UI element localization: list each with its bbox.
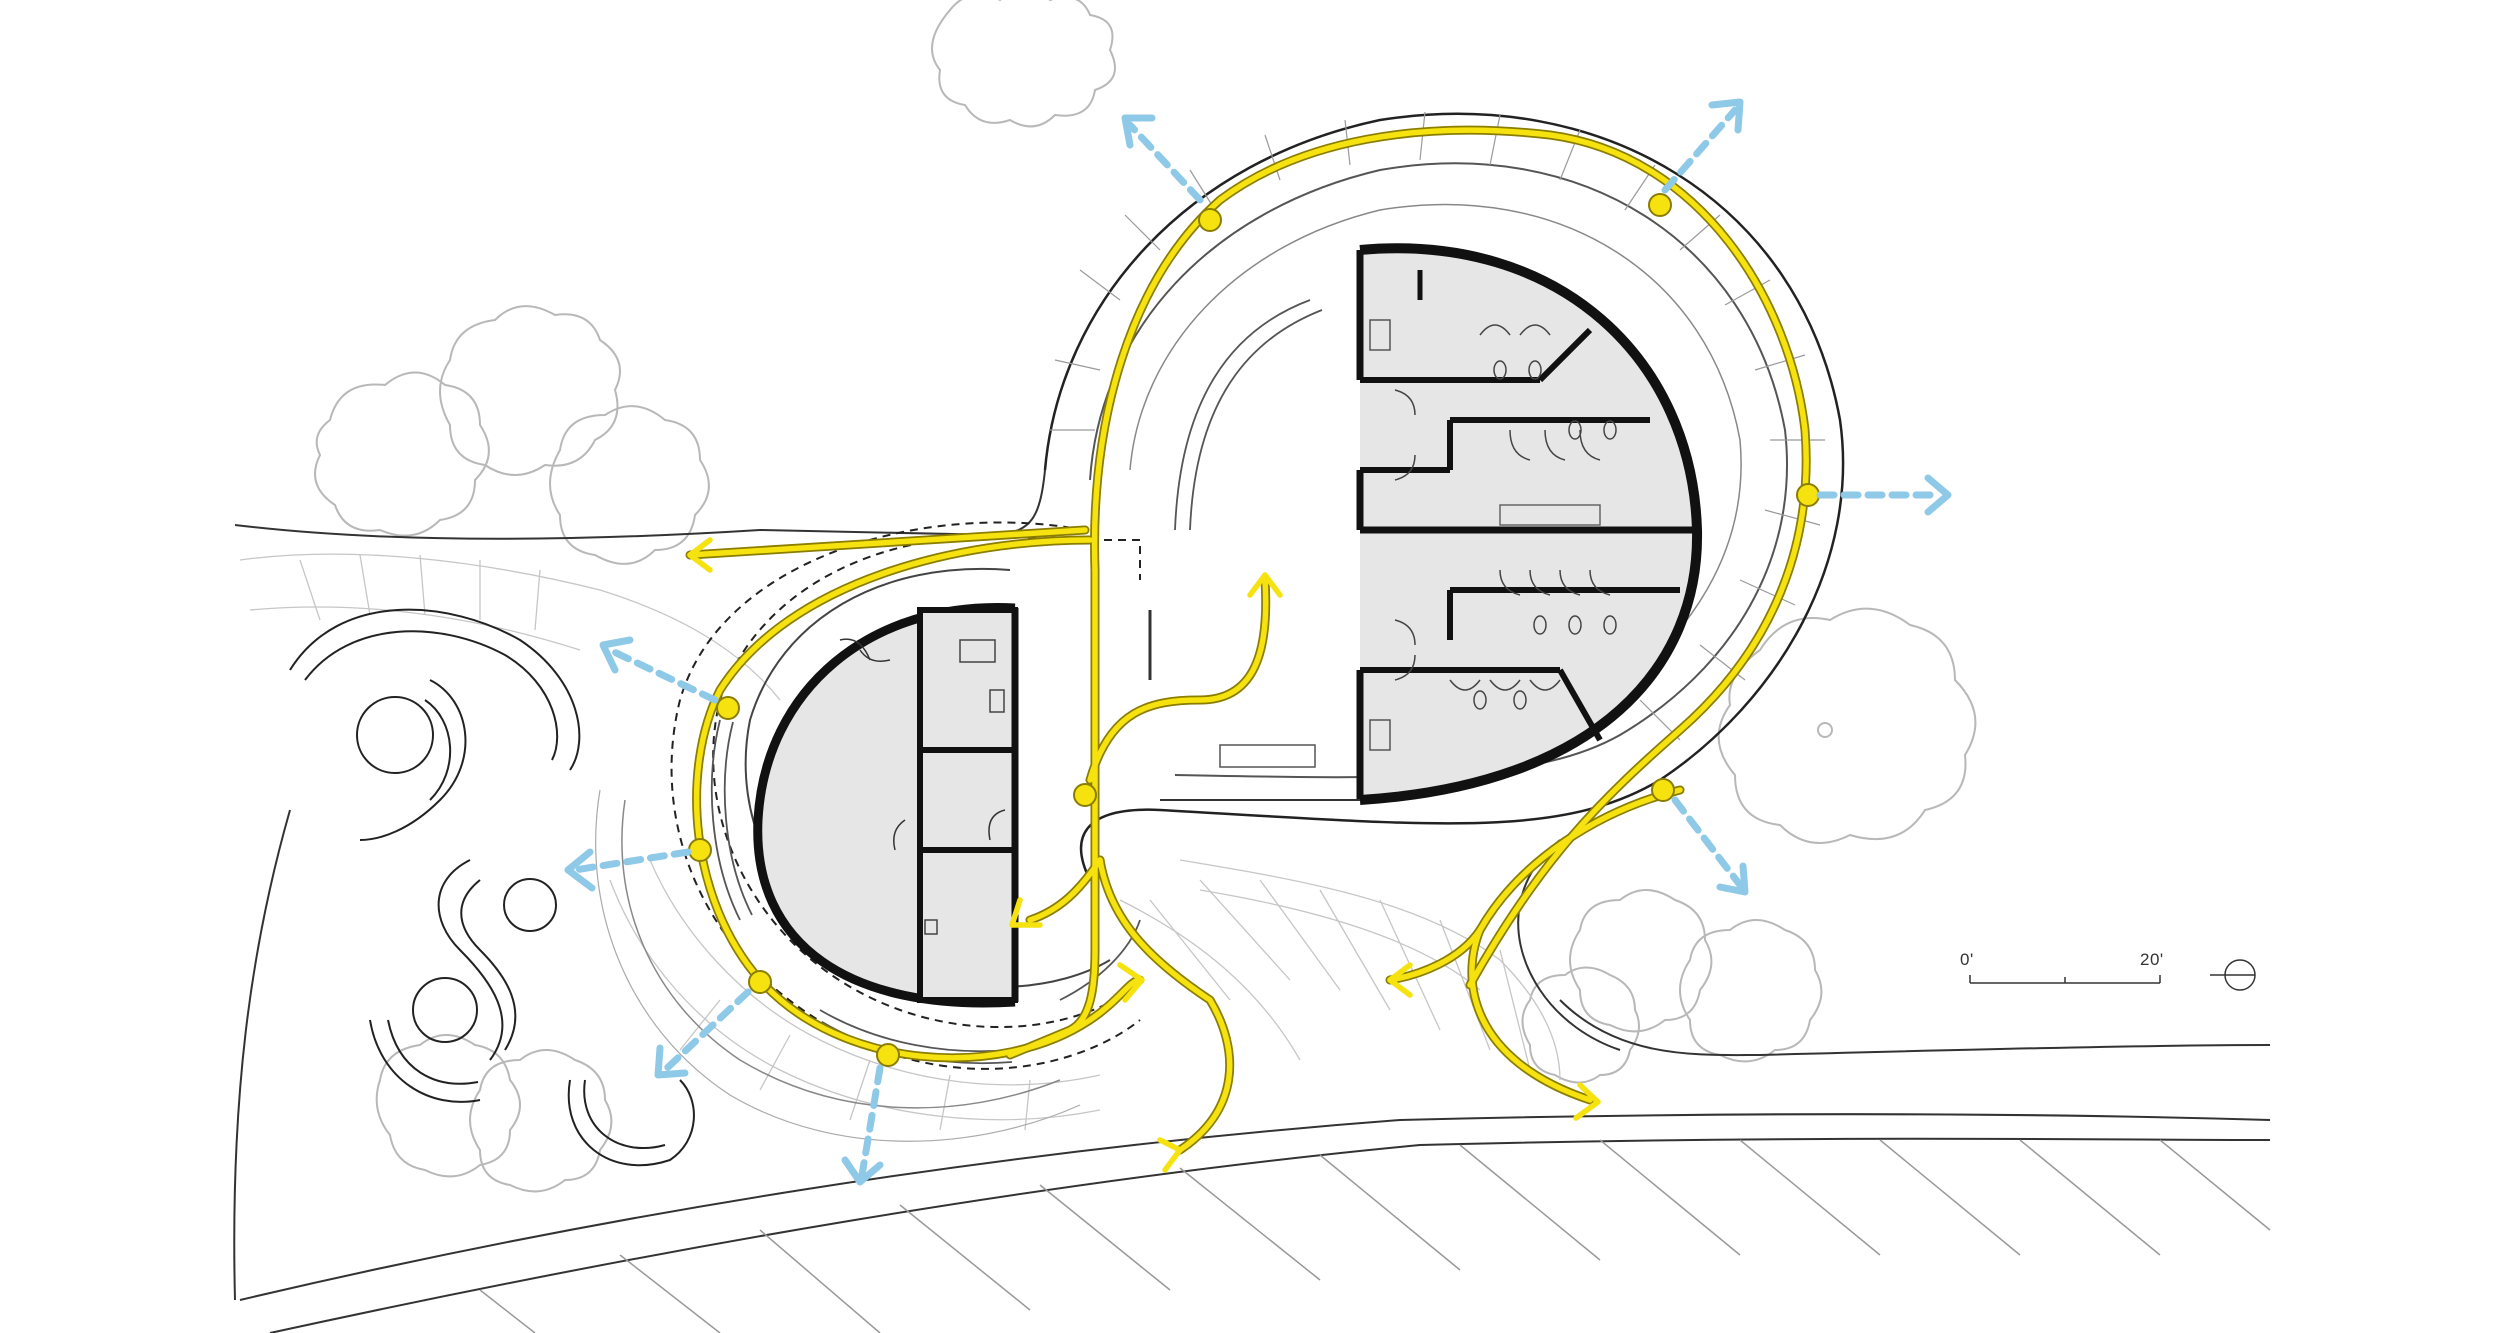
parking-stripes <box>479 1139 2271 1333</box>
storage-room <box>917 747 1018 853</box>
tree-canopy-icon <box>1717 607 1977 844</box>
tree-canopy-icon <box>549 405 710 565</box>
path-junction <box>748 970 772 994</box>
path-arrowhead <box>1009 897 1043 928</box>
view-arrows <box>564 98 1952 1186</box>
tree-canopy-icon <box>1569 889 1713 1033</box>
mirror-counter <box>1499 504 1601 526</box>
site-linework <box>233 524 2271 1333</box>
circulation-paths <box>685 125 1820 1173</box>
tree-canopies <box>314 0 1977 1193</box>
path-arrowhead <box>1573 1082 1601 1121</box>
plaza-edge <box>1559 999 2271 1057</box>
circulation-path <box>1025 855 1105 925</box>
path-junction <box>1796 483 1820 507</box>
path-junction <box>688 838 712 862</box>
path-arrowhead <box>687 537 713 573</box>
path-arrowhead <box>1247 572 1283 598</box>
office-room <box>917 847 1018 1003</box>
view-direction-arrow <box>1661 98 1744 194</box>
scale-label-start: 0' <box>1960 950 1974 969</box>
tree-trunk-marker <box>1817 722 1833 738</box>
view-direction-arrow <box>1671 796 1749 896</box>
entry-canopy-edge <box>759 469 1046 537</box>
canopy-ring <box>1129 203 1742 701</box>
path-junction <box>716 696 740 720</box>
tree-canopy-icon <box>1521 966 1640 1084</box>
service-room <box>917 607 1018 753</box>
scale-label-end: 20' <box>2140 950 2164 969</box>
paving-pattern <box>239 553 1561 1131</box>
west-pavilion <box>753 603 1019 1008</box>
tree-canopy-icon <box>375 1034 521 1178</box>
north-arrow-icon <box>2210 959 2256 991</box>
path-junction <box>876 1043 900 1067</box>
sidewalk-edge <box>269 1137 2271 1333</box>
circulation-path <box>1085 575 1271 785</box>
path-junction <box>1073 783 1097 807</box>
path-junction <box>1648 193 1672 217</box>
path-arrowhead <box>1387 962 1413 998</box>
landscape-seating <box>289 608 695 1167</box>
view-direction-arrow <box>564 848 692 892</box>
landscape-edge <box>233 809 291 1301</box>
path-junction <box>1651 778 1675 802</box>
tree-canopy-icon <box>931 0 1116 128</box>
tree-canopy-icon <box>439 305 621 476</box>
view-direction-arrow <box>654 988 752 1079</box>
tree-canopy-icon <box>469 1049 613 1193</box>
fixtures <box>1219 319 1391 768</box>
tree-canopy-icon <box>1679 919 1823 1063</box>
view-direction-arrow <box>599 636 719 704</box>
west-pavilion-wall <box>753 603 1016 1008</box>
view-direction-arrow <box>841 1064 884 1186</box>
sidewalk-edge <box>239 1113 2271 1301</box>
path-arrowhead <box>1157 1137 1183 1173</box>
grass-edge <box>234 524 761 540</box>
restroom-wing <box>1148 243 1703 805</box>
view-direction-arrow <box>1121 114 1204 204</box>
tree-canopy-icon <box>314 371 490 537</box>
roof-outer-edge <box>1043 112 1845 881</box>
toilet-stalls <box>1394 324 1617 710</box>
restroom-floor <box>1360 247 1696 800</box>
path-junction <box>1198 208 1222 232</box>
path-arrowhead <box>1117 962 1145 1003</box>
view-direction-arrow <box>1816 474 1952 516</box>
scale-bar <box>1969 975 2161 984</box>
